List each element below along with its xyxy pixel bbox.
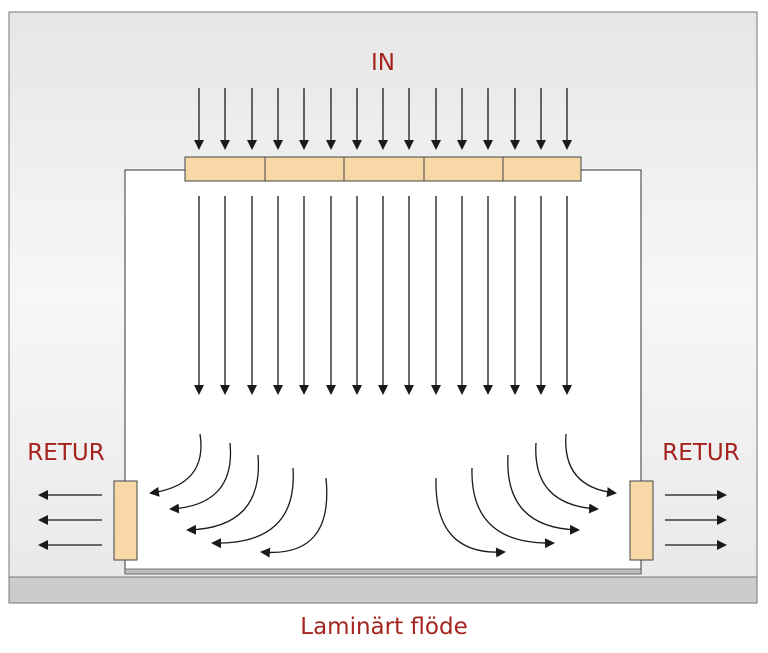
- downflow-arrows: [194, 196, 572, 395]
- return-filter-right: [629, 480, 654, 561]
- caption: Laminärt flöde: [300, 614, 468, 640]
- curved-arrow-icon: [435, 477, 506, 558]
- curved-arrow-icon: [565, 433, 617, 498]
- return-label-right: RETUR: [662, 440, 739, 466]
- filter-segment: [184, 156, 266, 182]
- curved-arrow-icon: [149, 433, 202, 497]
- filter-segment: [264, 156, 345, 182]
- supply-filter: [184, 156, 582, 182]
- inlet-label: IN: [371, 50, 395, 76]
- filter-segment: [343, 156, 425, 182]
- curved-arrow-icon: [169, 442, 232, 514]
- curved-arrow-icon: [535, 442, 599, 514]
- filter-segment: [502, 156, 582, 182]
- floor: [8, 576, 758, 604]
- filter-segment: [423, 156, 504, 182]
- inlet-arrows: [194, 88, 572, 150]
- return-arrows: [38, 490, 727, 550]
- return-filter-left: [113, 480, 138, 561]
- curved-arrow-icon: [507, 454, 580, 535]
- curved-flow-arrows: [149, 433, 617, 558]
- curved-arrow-icon: [186, 454, 260, 535]
- curved-arrow-icon: [211, 467, 294, 549]
- curved-arrow-icon: [471, 467, 555, 549]
- return-label-left: RETUR: [27, 440, 104, 466]
- zone-floor-line: [124, 568, 642, 575]
- curved-arrow-icon: [260, 477, 328, 558]
